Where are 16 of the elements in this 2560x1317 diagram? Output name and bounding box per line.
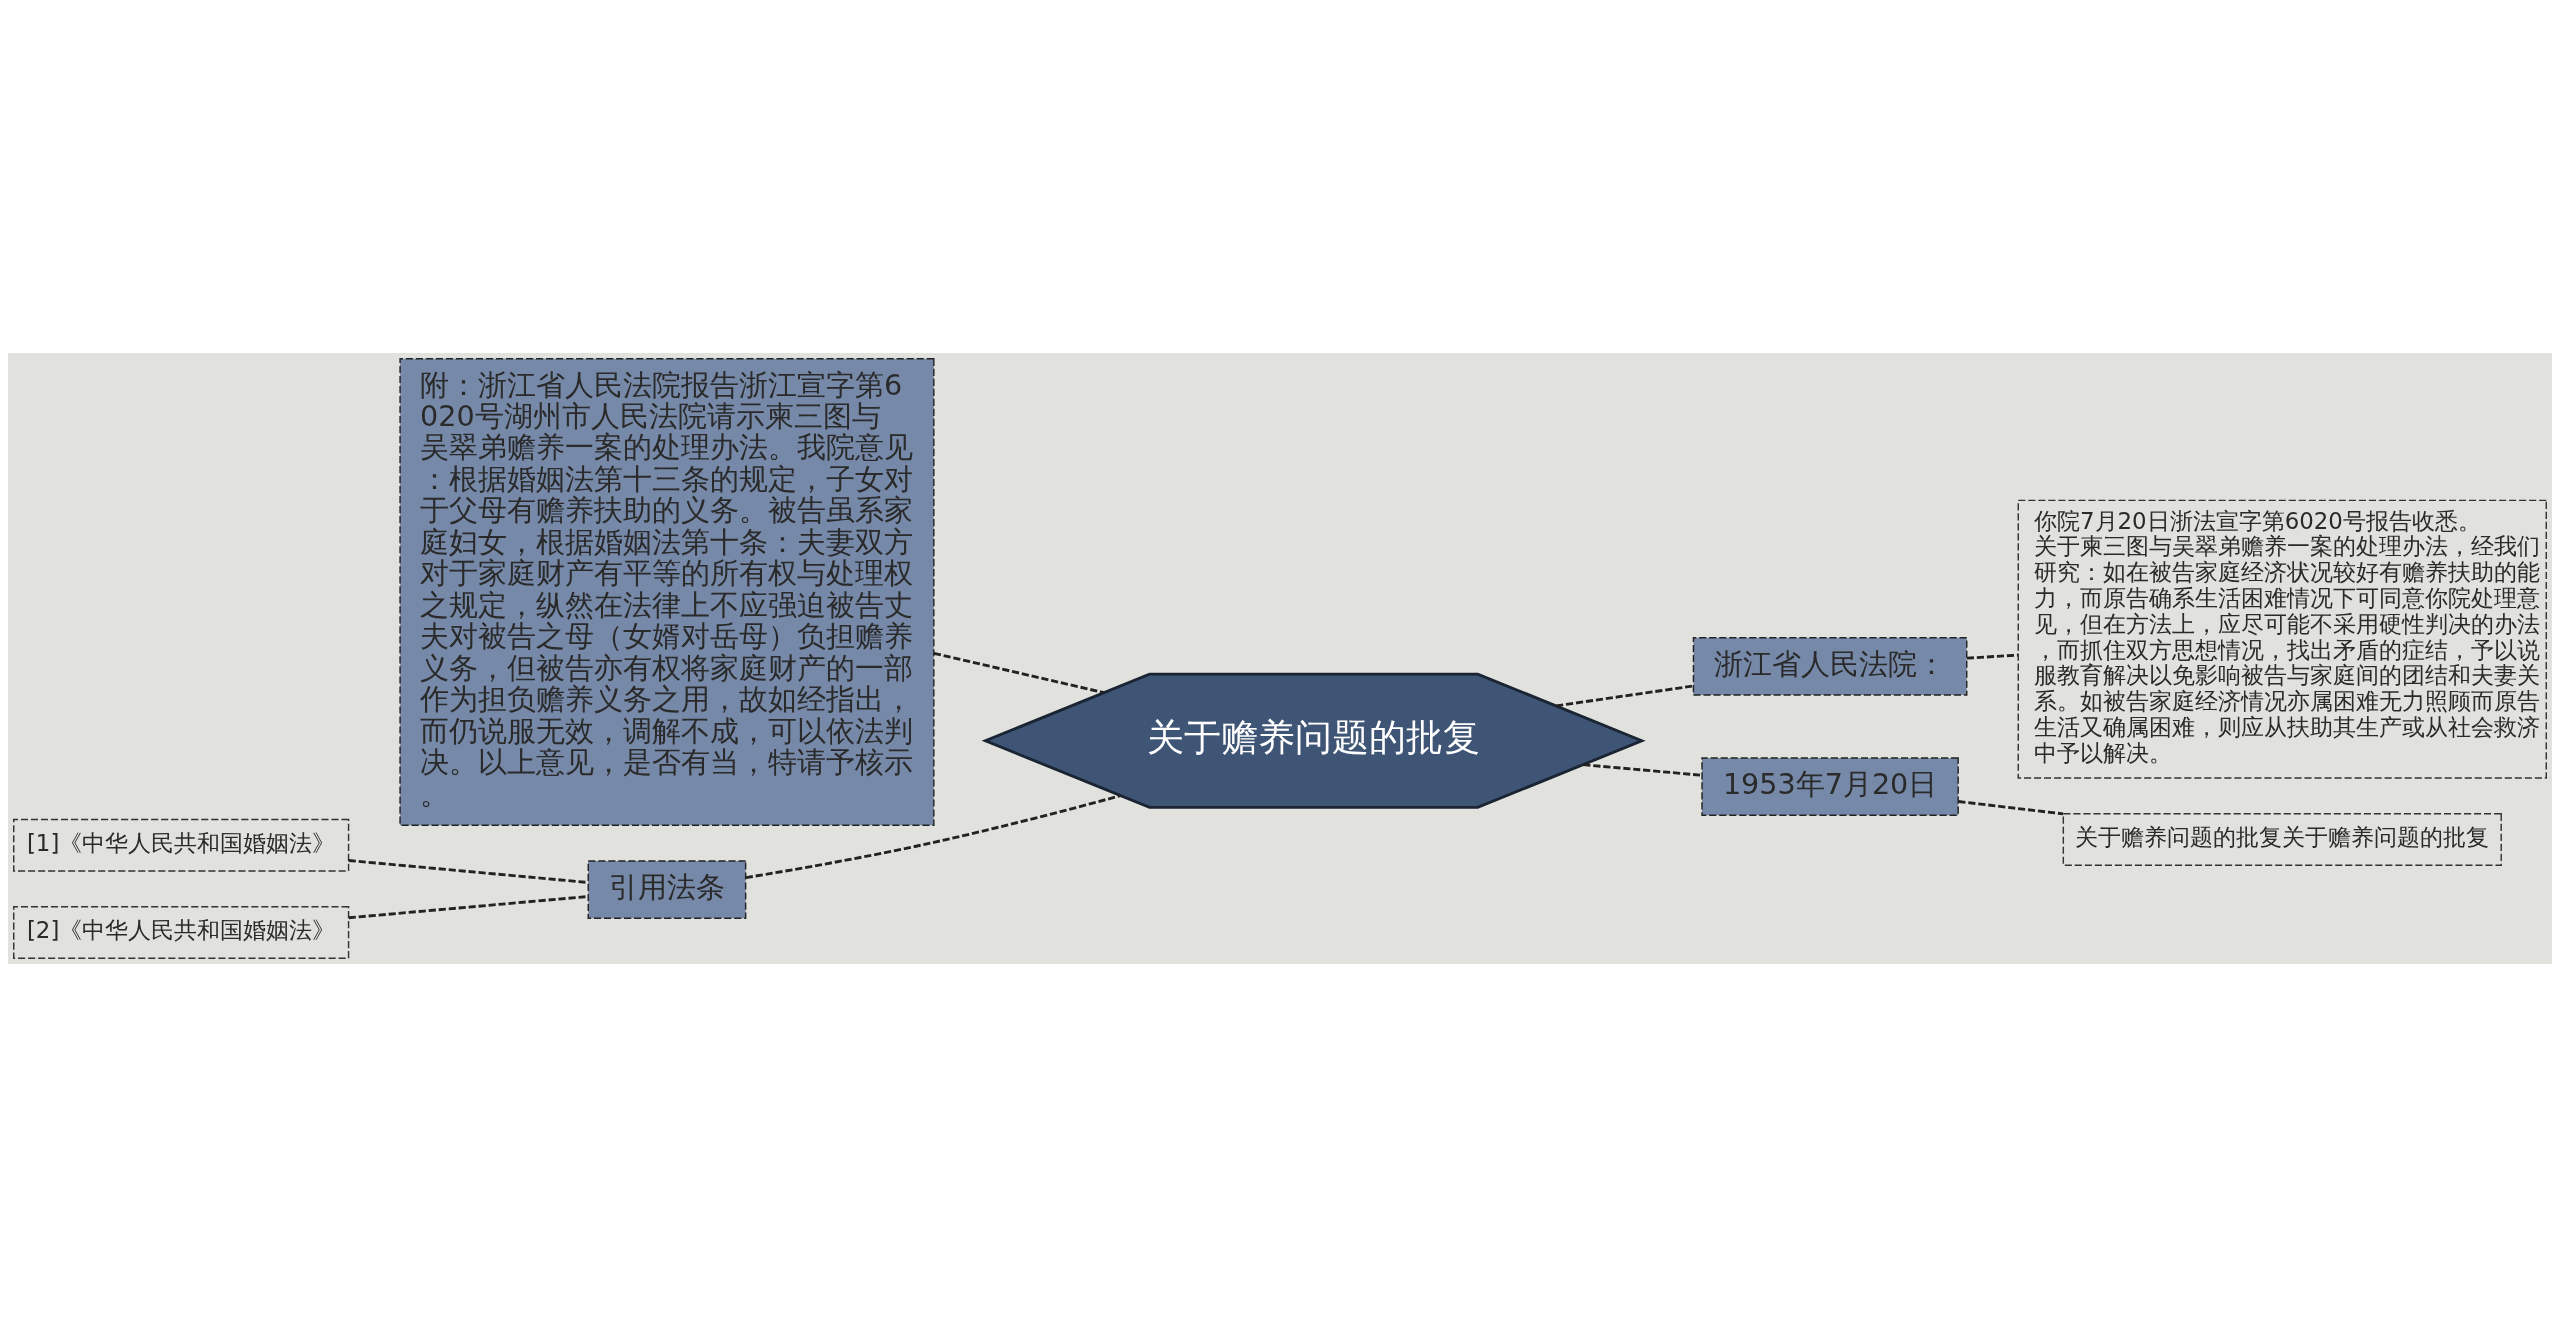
- node-box: 1953年7月20日: [1701, 757, 1959, 816]
- connector: [1966, 653, 2019, 660]
- node-box: 引用法条: [587, 860, 747, 919]
- connector: [348, 895, 588, 920]
- connector: [1958, 800, 2064, 816]
- node-box: 附：浙江省人民法院报告浙江宣字第6020号湖州市人民法院请示柬三图与吴翠弟赡养一案的处理办法。我院意见：根据婚姻法第十三条的规定，子女对于父母有赡养扶助的义务。被告虽系家庭妇女，根据婚姻法第十条：夫妻双方对于家庭财产有平等的所有权与处理权之规定，纵然在法律上不应强迫被告丈夫对被告之母（女婿对岳母）负担赡养义务，但被告亦有权将家庭财产的一部作为担负赡养义务之用，故如经指出，而仍说服无效，调解不成，可以依法判决。以上意见，是否有当，特请予核示。: [399, 358, 935, 826]
- connector: [348, 859, 588, 884]
- connector: [1583, 763, 1702, 777]
- connector: [745, 794, 1121, 879]
- node-box: 浙江省人民法院：: [1692, 637, 1968, 696]
- connector: [1555, 684, 1694, 708]
- node-box: [1]《中华人民共和国婚姻法》: [13, 818, 350, 872]
- connector: [933, 651, 1105, 694]
- node-box: [2]《中华人民共和国婚姻法》: [13, 906, 350, 959]
- node-box: 关于赡养问题的批复关于赡养问题的批复: [2062, 813, 2502, 866]
- node-box: 你院7月20日浙法宣字第6020号报告收悉。关于柬三图与吴翠弟赡养一案的处理办法，经我们研究：如在被告家庭经济状况较好有赡养扶助的能力，而原告确系生活困难情况下可同意你院处理意见，但在方法上，应尽可能不采用硬性判决的办法，而抓住双方思想情况，找出矛盾的症结，予以说服教育解决以免影响被告与家庭间的团结和夫妻关系。如被告家庭经济情况亦属困难无力照顾而原告生活又确属困难，则应从扶助其生产或从社会救济中予以解决。: [2017, 499, 2547, 779]
